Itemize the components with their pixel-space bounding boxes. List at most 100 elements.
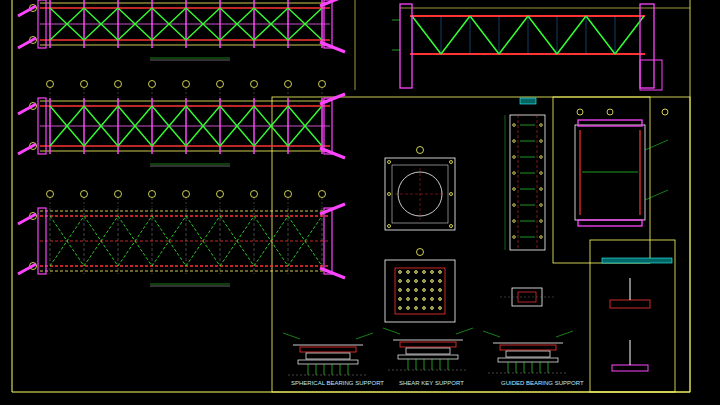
cad-line [316,364,317,375]
grid-bubble [388,225,391,228]
grid-bubble [540,204,543,207]
cad-line [639,130,640,215]
cad-line [220,8,254,40]
cad-line [320,94,345,104]
cad-line [322,88,323,97]
cad-line [392,20,400,21]
grid-bubble [407,307,410,310]
cad-rect [578,220,642,226]
cad-line [586,16,587,54]
cad-rect [575,125,645,220]
grid-bubble [450,193,453,196]
grid-bubble [415,298,418,301]
cad-line [254,8,288,40]
grid-bubble [407,280,410,283]
cad-line [508,362,509,373]
cad-line [288,8,322,40]
cad-line [84,8,118,40]
cad-line [40,215,330,217]
cad-line [441,16,442,54]
cad-line [322,198,323,207]
cad-rect [400,342,456,347]
cad-line [40,241,330,242]
cad-rect [324,0,332,48]
grid-bubble [423,271,426,274]
grid-bubble [439,298,442,301]
grid-bubble [423,298,426,301]
cad-line [84,198,85,207]
cad-line [420,168,421,220]
grid-bubble [540,124,543,127]
grid-bubble [540,188,543,191]
cad-line [324,364,325,375]
cad-line [50,208,51,274]
cad-line [186,106,220,146]
cad-line [493,343,563,344]
cad-line [186,208,187,274]
cad-rect [272,97,690,392]
caption-label: SPHERICAL BEARING SUPPORT [290,380,385,386]
cad-line [186,216,220,266]
cad-line [186,106,220,146]
cad-line [586,16,615,54]
cad-line [50,198,51,207]
cad-line [288,106,322,146]
cad-line [254,216,288,266]
grid-bubble [415,307,418,310]
grid-bubble [513,172,516,175]
cad-line [448,359,449,370]
grid-bubble [415,289,418,292]
cad-rect [498,358,558,362]
cad-line [50,216,84,266]
cad-line [84,106,118,146]
cad-line [150,166,230,167]
cad-line [470,16,471,54]
cad-rect [385,260,455,322]
cad-line [440,359,441,370]
grid-bubble [81,191,88,198]
cad-rect [602,258,672,263]
cad-line [118,106,152,146]
grid-bubble [431,298,434,301]
cad-line [117,0,119,48]
cad-line [410,53,645,55]
cad-line [150,164,230,165]
grid-bubble [415,280,418,283]
cad-line [150,284,230,285]
cad-line [49,0,51,48]
cad-rect [406,348,450,354]
grid-bubble [47,191,54,198]
cad-line [582,172,638,173]
cad-line [441,16,470,54]
cad-line [83,0,85,48]
cad-line [500,297,555,298]
cad-rect [324,208,332,274]
grid-bubble [431,307,434,310]
grid-bubble [388,161,391,164]
grid-bubble [540,156,543,159]
cad-line [416,359,417,370]
cad-line [470,16,499,54]
cad-line [220,216,254,266]
cad-line [150,60,230,61]
cad-line [320,268,345,278]
cad-rect [306,353,350,359]
grid-bubble [431,271,434,274]
cad-rect [610,300,650,308]
grid-bubble [540,172,543,175]
grid-bubble [399,298,402,301]
cad-line [118,208,119,274]
grid-bubble [513,236,516,239]
cad-line [254,198,255,207]
cad-line [483,331,500,337]
cad-rect [612,365,648,371]
cad-line [152,216,186,266]
cad-line [520,221,535,222]
cad-rect [506,351,550,357]
cad-line [186,198,187,207]
cad-line [288,208,289,274]
cad-rect [520,98,536,104]
cad-line [532,362,533,373]
cad-line [557,16,586,54]
